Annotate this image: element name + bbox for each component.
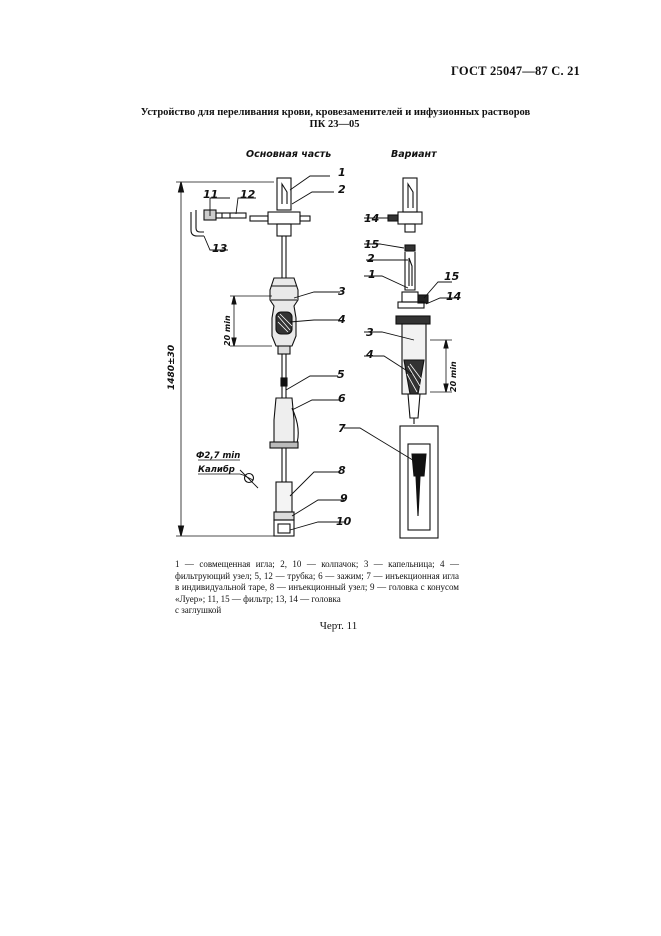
document-title: Устройство для переливания крови, кровез… [0,107,661,131]
figure-caption: Черт. 11 [319,620,358,632]
caliber-gauge: Ф2,7 min Калибр [196,451,259,489]
needle-1 [281,182,288,204]
label-3-variant: 3 [366,326,374,339]
label-8: 8 [338,464,346,477]
label-1-variant: 1 [368,268,376,281]
main-part-numbers: 1 2 3 4 5 6 8 9 10 11 12 13 [203,166,352,528]
title-line-2: ПК 23—05 [309,119,360,130]
label-15-top: 15 [364,238,380,251]
label-10: 10 [336,515,352,528]
heading-main-part: Основная часть [246,149,331,160]
legend: 1 — совмещенная игла; 2, 10 — колпачок; … [175,559,459,617]
technical-drawing: Основная часть Вариант [167,149,461,539]
length-value: 1480±30 [167,345,177,390]
label-4-variant: 4 [365,348,374,361]
caliber-label: Калибр [198,464,235,475]
label-6: 6 [338,392,346,405]
label-9: 9 [340,492,348,505]
min-dimension-right: 20 min [430,339,458,393]
label-3: 3 [338,285,346,298]
legend-last-line: с заглушкой [175,605,222,615]
min-dimension-left: 20 min [223,295,272,347]
min-dimension-right-value: 20 min [449,361,458,392]
label-7: 7 [338,422,346,435]
variant-assembly [387,177,439,539]
label-14-right: 14 [446,290,461,303]
main-leaders [203,175,344,531]
injection-unit-8 [275,481,293,513]
luer-head-9 [273,511,295,521]
variant-leaders [344,217,456,463]
air-tube-12 [249,215,269,222]
label-12: 12 [240,188,256,201]
title-line-1: Устройство для переливания крови, кровез… [140,107,531,118]
length-dimension: 1480±30 [167,181,274,537]
heading-variant: Вариант [391,149,437,160]
label-11: 11 [203,188,218,201]
document-header-code: ГОСТ 25047—87 С. 21 [451,64,580,78]
cap-10 [273,519,295,537]
air-filter-assembly [190,209,247,237]
needle-package-7 [399,425,439,539]
label-4: 4 [337,313,346,326]
label-2-variant: 2 [367,252,375,265]
label-14-top: 14 [364,212,379,225]
variant-part-numbers: 14 15 2 1 15 14 3 4 7 [338,212,461,435]
clamp-6 [273,397,295,443]
label-2: 2 [338,183,346,196]
label-15-right: 15 [444,270,460,283]
needle-hub [267,211,301,225]
legend-text: 1 — совмещенная игла; 2, 10 — колпачок; … [175,559,459,604]
label-13: 13 [212,242,228,255]
label-5: 5 [337,368,345,381]
diameter-label: Ф2,7 min [196,451,240,461]
main-assembly [249,177,311,537]
min-dimension-left-value: 20 min [223,315,232,346]
label-1: 1 [338,166,346,179]
cap-2 [276,177,292,211]
